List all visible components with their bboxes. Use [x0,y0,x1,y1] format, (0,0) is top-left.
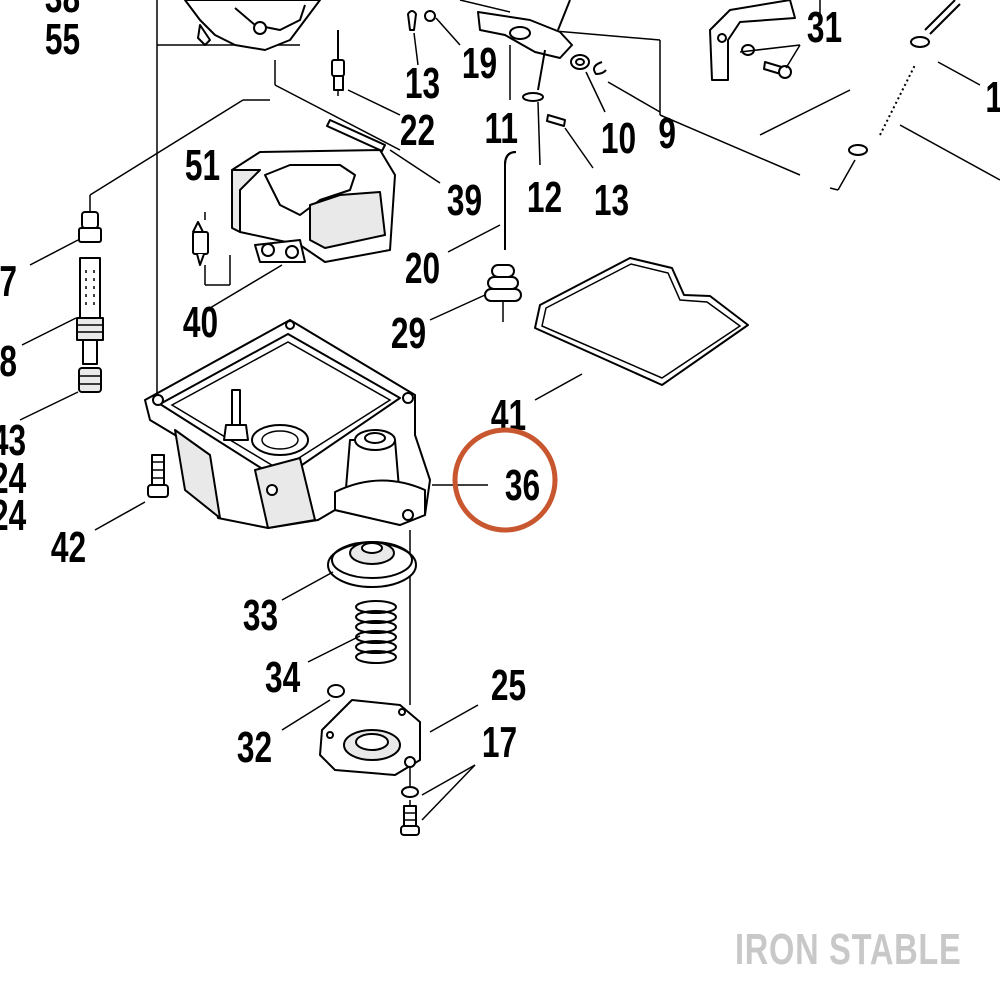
callout-31: 31 [807,3,842,52]
callout-38: 38 [45,0,80,22]
callout-24-lower: 24 [0,491,27,540]
callout-40: 40 [183,298,218,347]
pin-part-39 [326,119,386,152]
callout-13-top: 13 [405,59,440,108]
callout-17: 17 [482,718,517,767]
float-bowl-24 [144,319,431,529]
spring-part-34 [355,600,397,664]
bracket-part-31 [709,0,796,81]
callout-24-upper: 24 [0,454,27,503]
needle-valve-51 [192,221,231,286]
lever-part-11 [477,0,573,91]
spring-assembly-1 [848,0,961,156]
callout-29: 29 [391,309,426,358]
callout-43: 43 [0,416,26,465]
callout-33: 33 [243,591,278,640]
leader-lines [19,17,981,821]
jet-stack-7-8-43 [76,211,104,393]
callout-42: 42 [51,523,86,572]
callout-8: 8 [0,337,17,386]
callout-51: 51 [185,141,220,190]
gasket-part-41 [534,257,749,386]
callout-labels: 38 55 13 19 22 11 10 9 31 1 12 13 39 51 … [0,0,1000,772]
callout-11: 11 [485,104,518,153]
float-part-40 [231,149,396,263]
cotter-pin-13-top [407,10,417,31]
callout-36: 36 [505,461,540,510]
diaphragm-part-33 [327,541,417,588]
callout-7: 7 [0,257,17,306]
watermark: IRON STABLE [735,925,962,974]
cover-part-25 [319,699,421,776]
tube-part-20 [504,151,517,250]
upper-carb-body [184,0,321,51]
highlight-circle-36 [452,427,558,533]
callout-32: 32 [237,723,272,772]
callout-9: 9 [658,109,676,158]
pin-part-13 [546,114,566,127]
callout-39: 39 [447,176,482,225]
callout-10: 10 [601,114,636,163]
clip-part-9 [593,61,607,76]
callout-25: 25 [491,661,526,710]
callout-12: 12 [527,173,562,222]
callout-1: 1 [985,73,1000,122]
ring-part-32 [327,684,345,698]
reference-lines [89,0,1000,400]
callout-13-lower: 13 [594,176,629,225]
screw-part-17 [400,786,420,836]
washer-part-19 [424,10,436,22]
washer-part-10 [570,54,590,70]
cap-part-29 [484,264,522,322]
callout-55: 55 [45,15,80,64]
callout-22: 22 [400,106,435,155]
jet-part-22 [331,30,345,96]
callout-34: 34 [265,653,301,702]
callout-19: 19 [462,39,497,88]
callout-20: 20 [405,244,440,293]
screw-part-42 [147,454,169,498]
